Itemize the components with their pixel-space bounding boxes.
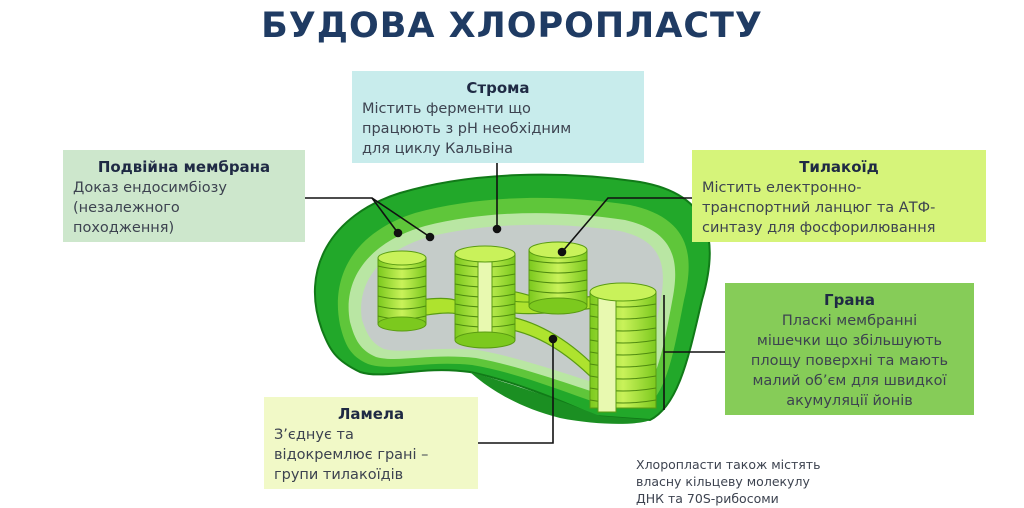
double-membrane-label-box: Подвійна мембрана Доказ ендосимбіозу (не… <box>63 150 305 242</box>
granum-top-right <box>528 241 588 315</box>
stroma-text-line: Містить ферменти що <box>362 101 531 117</box>
lamella-label-box: Ламела З’єднує та відокремлює грані – гр… <box>264 397 478 489</box>
leader-lines <box>305 163 725 444</box>
grana-heading: Грана <box>824 291 875 309</box>
stroma-heading: Строма <box>466 79 530 97</box>
thylakoid-text-line: синтазу для фосфорилювання <box>702 220 936 236</box>
granum-center <box>454 245 516 349</box>
grana-text-line: мішечки що збільшують <box>756 333 943 349</box>
granum-left <box>377 250 427 332</box>
lamella-text-line: відокремлює грані – <box>274 447 429 463</box>
double-membrane-text-line: Доказ ендосимбіозу <box>73 180 227 196</box>
thylakoid-heading: Тилакоїд <box>799 158 879 176</box>
page-title: БУДОВА ХЛОРОПЛАСТУ <box>261 6 763 46</box>
stroma-label-box: Строма Містить ферменти що працюють з pH… <box>352 71 644 163</box>
footnote: Хлоропласти також містять власну кільцев… <box>636 456 866 507</box>
granum-right <box>589 282 657 413</box>
grana-text-line: малий об’єм для швидкої <box>752 373 947 389</box>
double-membrane-text-line: (незалежного <box>73 200 180 216</box>
double-membrane-text-line: походження) <box>73 220 175 236</box>
thylakoid-label-box: Тилакоїд Містить електронно- транспортни… <box>692 150 986 242</box>
grana-label-box: Грана Пласкі мембранні мішечки що збільш… <box>725 283 974 415</box>
lamella-text-line: групи тилакоїдів <box>274 467 404 483</box>
grana-text-line: акумуляції йонів <box>786 393 913 409</box>
grana-text-line: Пласкі мембранні <box>781 313 918 329</box>
lamella-heading: Ламела <box>337 405 405 423</box>
footnote-line: власну кільцеву молекулу <box>636 474 810 489</box>
double-membrane-heading: Подвійна мембрана <box>97 158 271 176</box>
thylakoid-text-line: транспортний ланцюг та АТФ- <box>702 200 936 216</box>
grana-text-line: площу поверхні та мають <box>750 353 949 369</box>
lamella-text-line: З’єднує та <box>274 427 354 443</box>
stroma-text-line: працюють з pH необхідним <box>362 121 572 137</box>
footnote-line: Хлоропласти також містять <box>636 457 821 472</box>
thylakoid-text-line: Містить електронно- <box>702 180 862 196</box>
stroma-text-line: для циклу Кальвіна <box>362 141 514 157</box>
footnote-line: ДНК та 70S-рибосоми <box>636 491 779 506</box>
